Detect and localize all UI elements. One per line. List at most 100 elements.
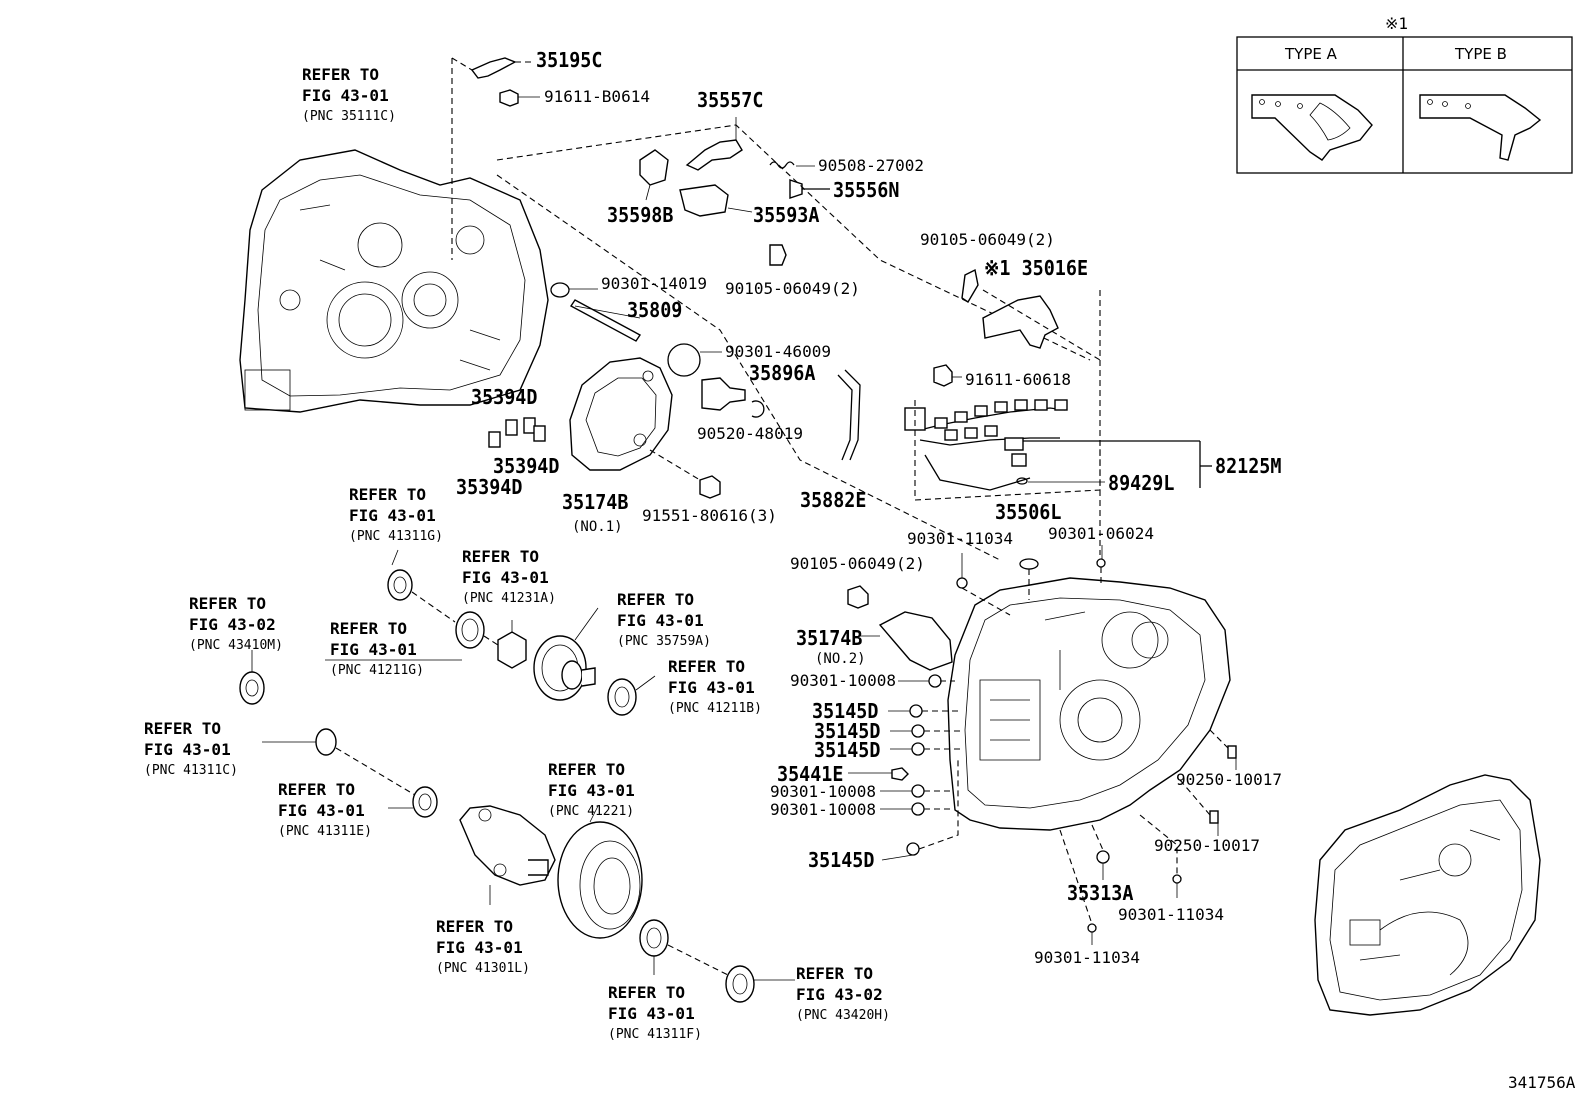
label-35882E: 35882E [800,488,867,512]
note-mark: ※1 [1385,14,1409,33]
refer-note-41311C: REFER TO FIG 43-01 (PNC 41311C) [144,718,238,781]
part-35394D-a-shape [505,419,518,436]
label-35145D-a: 35145D [812,699,879,723]
part-90250-10017-b-shape [1209,810,1219,824]
part-35145D-b-shape [911,724,925,738]
part-90301-10008-c-shape [911,802,925,816]
label-35441E: 35441E [777,762,844,786]
part-35557C-shape [685,139,743,171]
refer-line1: REFER TO [608,983,686,1002]
label-35506L: 35506L [995,500,1062,524]
refer-line1: REFER TO [189,594,267,613]
refer-pnc: (PNC 43410M) [189,638,283,653]
label-35598B: 35598B [607,203,674,227]
part-35441E-shape [891,767,909,781]
part-90301-14019-shape [550,282,570,298]
refer-line2: FIG 43-01 [330,640,417,659]
part-35394D-c-shape [488,431,501,448]
refer-line1: REFER TO [349,485,427,504]
label-90250-10017-b: 90250-10017 [1154,836,1260,855]
refer-pnc: (PNC 35111C) [302,109,396,124]
part-35145D-d-shape [906,842,920,856]
part-35556N-shape [789,179,803,199]
part-91611-60618-shape [933,364,953,387]
part-35174B-no2-shape [878,611,953,671]
type-table [1236,36,1573,174]
label-35174B-no2: 35174B [796,626,863,650]
label-91611-B0614: 91611-B0614 [544,87,650,106]
label-90250-10017-a: 90250-10017 [1176,770,1282,789]
refer-line1: REFER TO [668,657,746,676]
label-90301-10008-c: 90301-10008 [770,800,876,819]
part-35313A-shape [1096,850,1110,864]
refer-line1: REFER TO [462,547,540,566]
diagram-id: 341756A [1508,1073,1576,1092]
part-90301-11034-c-shape [1087,923,1097,933]
assembly-overview-shape [1314,774,1541,1016]
label-90301-06024: 90301-06024 [1048,524,1154,543]
refer-line2: FIG 43-01 [608,1004,695,1023]
type-a-bracket-shape [1251,94,1373,161]
refer-line2: FIG 43-01 [349,506,436,525]
refer-line2: FIG 43-01 [302,86,389,105]
label-90301-11034-b: 90301-11034 [1118,905,1224,924]
label-35809: 35809 [627,298,683,322]
part-90301-46009-shape [667,343,701,377]
refer-line1: REFER TO [302,65,380,84]
label-90301-46009: 90301-46009 [725,342,831,361]
part-35145D-a-shape [909,704,923,718]
part-90301-11034-a-shape [956,577,968,589]
refer-note-43410M: REFER TO FIG 43-02 (PNC 43410M) [189,593,283,656]
part-41311G-shim-shape [387,569,413,601]
transmission-case-main [947,577,1231,831]
label-89429L: 89429L [1108,471,1175,495]
part-35016E-shape [982,295,1059,349]
label-90301-10008-a: 90301-10008 [790,671,896,690]
part-35598B-shape [639,149,669,186]
part-90105-06049-top-shape [769,244,787,266]
refer-note-41311E: REFER TO FIG 43-01 (PNC 41311E) [278,779,372,842]
part-35809-shape [569,299,642,342]
part-41211B-bearing-shape [607,678,637,716]
refer-line1: REFER TO [278,780,356,799]
part-91611-B0614-shape [499,89,519,107]
part-90301-11034-b-shape [1172,874,1182,884]
refer-pnc: (PNC 35759A) [617,634,711,649]
refer-pnc: (PNC 43420H) [796,1008,890,1023]
label-35145D-b: 35145D [814,719,881,743]
part-43410M-seal-shape [239,671,265,705]
label-90520-48019: 90520-48019 [697,424,803,443]
part-89429L-shape [1016,477,1028,485]
type-a-header: TYPE A [1285,45,1337,63]
part-43420H-seal-shape [725,965,755,1003]
label-82125M: 82125M [1215,454,1282,478]
transmission-housing-left [239,149,549,413]
label-35557C: 35557C [697,88,764,112]
refer-pnc: (PNC 41301L) [436,961,530,976]
refer-note-35111C: REFER TO FIG 43-01 (PNC 35111C) [302,64,396,127]
label-35394D-a: 35394D [471,385,538,409]
refer-line1: REFER TO [144,719,222,738]
label-35556N: 35556N [833,178,900,202]
part-35896A-shape [701,377,746,411]
label-35195C: 35195C [536,48,603,72]
label-91611-60618: 91611-60618 [965,370,1071,389]
part-41221-ring-gear-shape [557,805,643,939]
refer-line2: FIG 43-01 [144,740,231,759]
label-35016E: ※1 35016E [984,256,1089,280]
refer-pnc: (PNC 41311G) [349,529,443,544]
part-35882E-shape [844,369,861,461]
refer-line2: FIG 43-01 [617,611,704,630]
refer-line1: REFER TO [548,760,626,779]
refer-pnc: (PNC 41211G) [330,663,424,678]
refer-line2: FIG 43-01 [668,678,755,697]
refer-line2: FIG 43-01 [436,938,523,957]
part-41231A-nut-shape [497,631,527,669]
part-35506L-shape [1019,558,1039,570]
label-35174B-no2-note: (NO.2) [815,651,866,667]
refer-note-35759A: REFER TO FIG 43-01 (PNC 35759A) [617,589,711,652]
refer-line2: FIG 43-01 [278,801,365,820]
label-90301-11034-c: 90301-11034 [1034,948,1140,967]
